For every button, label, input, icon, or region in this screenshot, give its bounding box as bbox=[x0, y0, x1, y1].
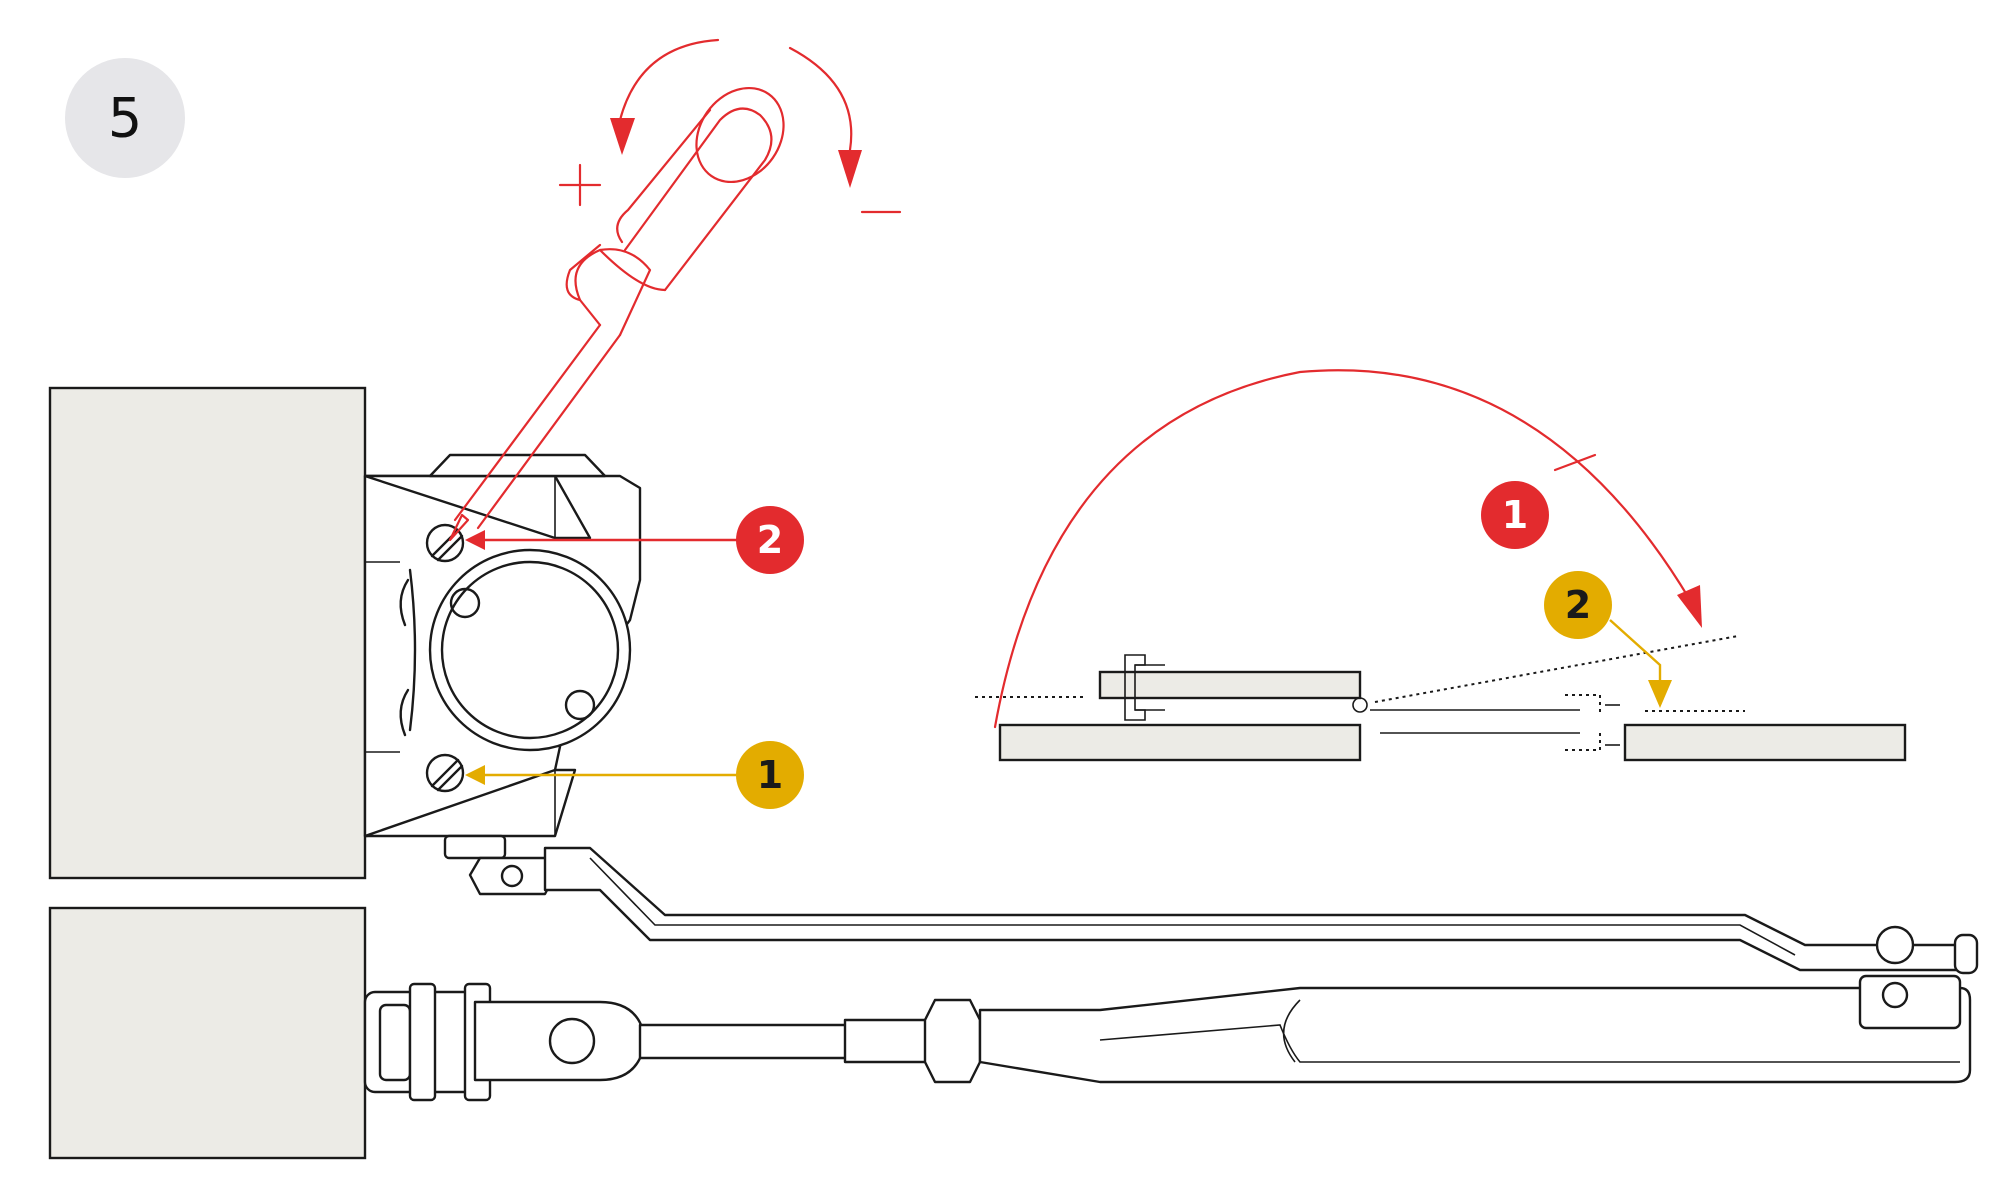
callout-badge-1: 1 bbox=[736, 741, 804, 809]
adjustment-screw-lower bbox=[425, 753, 465, 793]
door-frame-lower bbox=[48, 906, 367, 1160]
plus-sign-icon bbox=[558, 163, 602, 207]
step-badge: 5 bbox=[65, 58, 185, 178]
door-swing-diagram: 1 2 bbox=[975, 369, 1907, 762]
callout-label-1: 1 bbox=[757, 753, 783, 797]
door-leaf bbox=[1098, 670, 1362, 700]
shoe-arm bbox=[363, 974, 1972, 1102]
wall-right bbox=[1623, 723, 1907, 762]
arrow-to-screw-1 bbox=[465, 765, 485, 785]
callout-label-2: 2 bbox=[757, 518, 783, 562]
swing-callout-badge-1: 1 bbox=[1481, 481, 1549, 549]
main-arm bbox=[543, 846, 1979, 975]
rotation-arrows bbox=[558, 38, 902, 214]
step-number: 5 bbox=[108, 87, 142, 150]
spindle-nut bbox=[443, 834, 557, 896]
arrow-to-screw-2 bbox=[465, 530, 485, 550]
callout-badge-2: 2 bbox=[736, 506, 804, 574]
swing-callout-label-1: 1 bbox=[1502, 493, 1528, 537]
swing-callout-label-2: 2 bbox=[1565, 583, 1591, 627]
door-closer-body bbox=[363, 453, 642, 838]
swing-callout-badge-2: 2 bbox=[1544, 571, 1612, 639]
screwdriver bbox=[448, 86, 785, 542]
wall-left bbox=[998, 723, 1362, 762]
door-frame-upper bbox=[48, 386, 367, 880]
